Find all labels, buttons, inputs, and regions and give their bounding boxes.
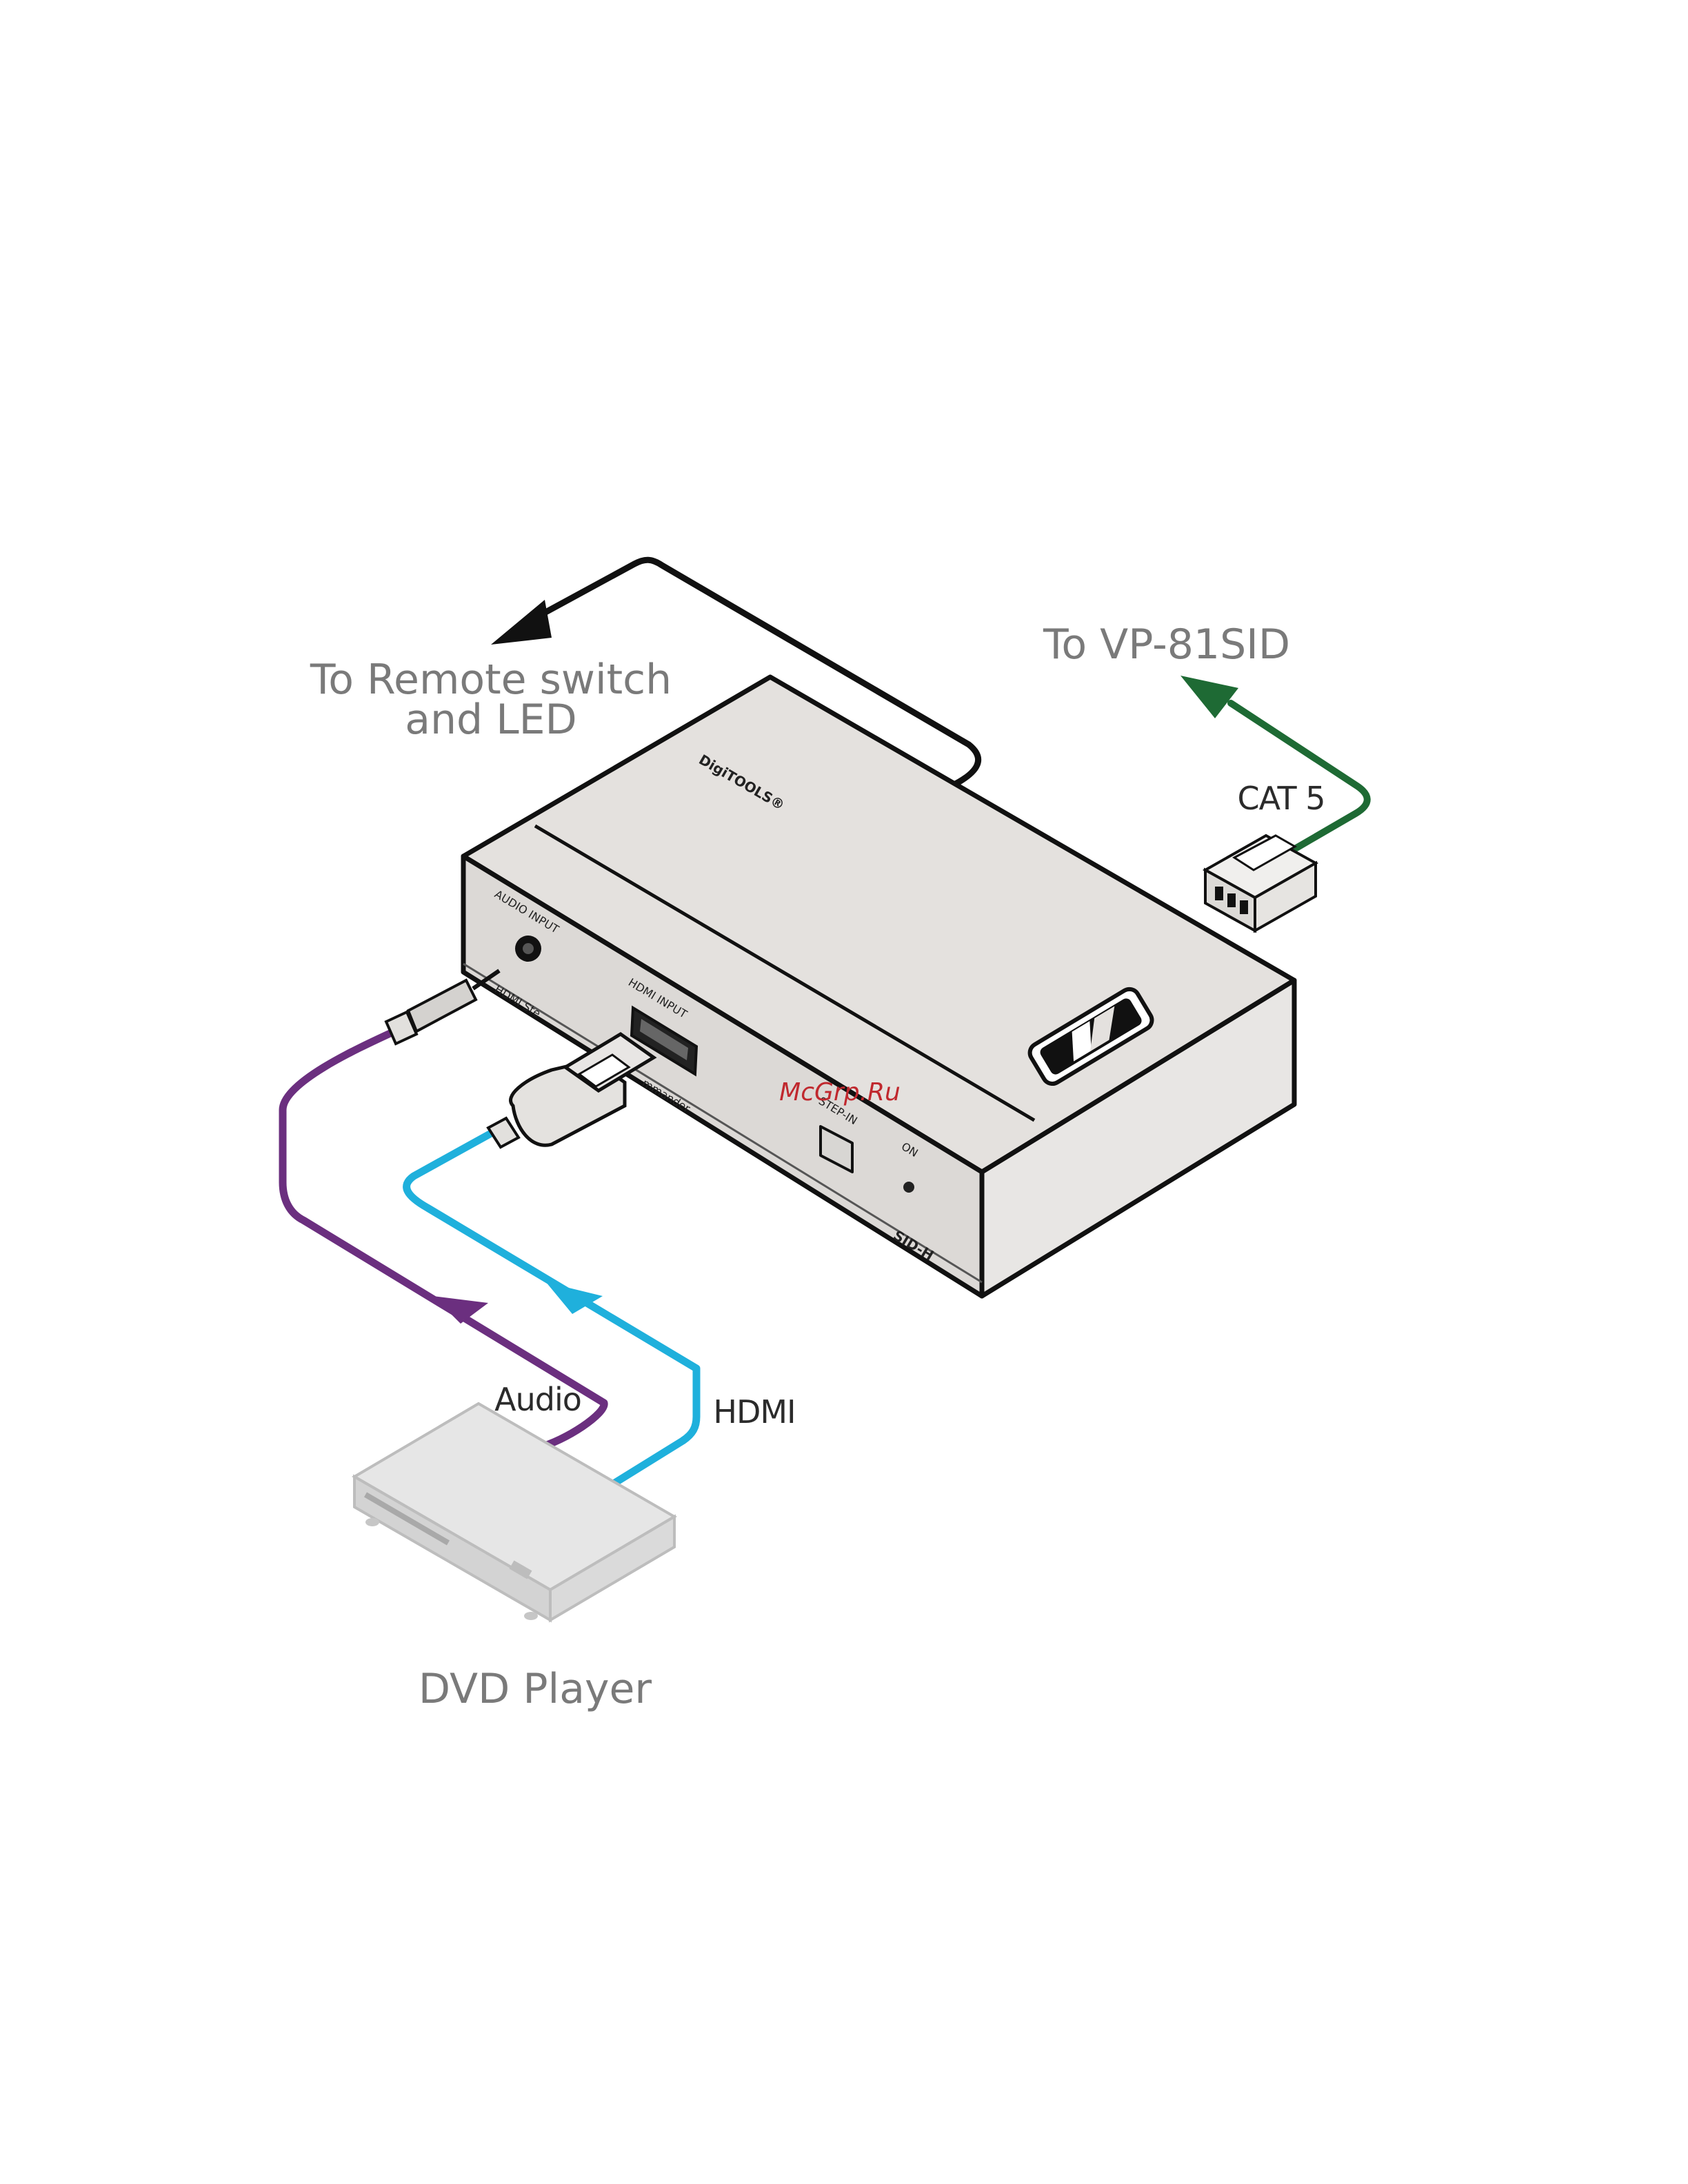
sid-h-device: DigiTOOLS® AUDIO INPUT HDMI INPUT HDMI S… — [463, 677, 1294, 1296]
audio-cable — [283, 971, 604, 1448]
audio-input-port[interactable] — [515, 936, 541, 962]
dvd-label: DVD Player — [419, 1665, 652, 1713]
cat5-label: CAT 5 — [1237, 780, 1325, 817]
audio-plug — [386, 971, 499, 1044]
audio-label: Audio — [494, 1381, 581, 1418]
remote-arrow-icon — [491, 600, 552, 645]
hdmi-plug — [488, 1034, 654, 1147]
watermark: McGrp.Ru — [779, 1078, 901, 1106]
audio-arrow-icon — [433, 1296, 488, 1324]
hdmi-label: HDMI — [713, 1393, 795, 1430]
vp-arrow-icon — [1180, 676, 1238, 718]
remote-label-line2: and LED — [405, 696, 577, 744]
vp-label: To VP-81SID — [1043, 620, 1290, 669]
dvd-player — [354, 1404, 674, 1620]
on-led — [903, 1182, 914, 1193]
